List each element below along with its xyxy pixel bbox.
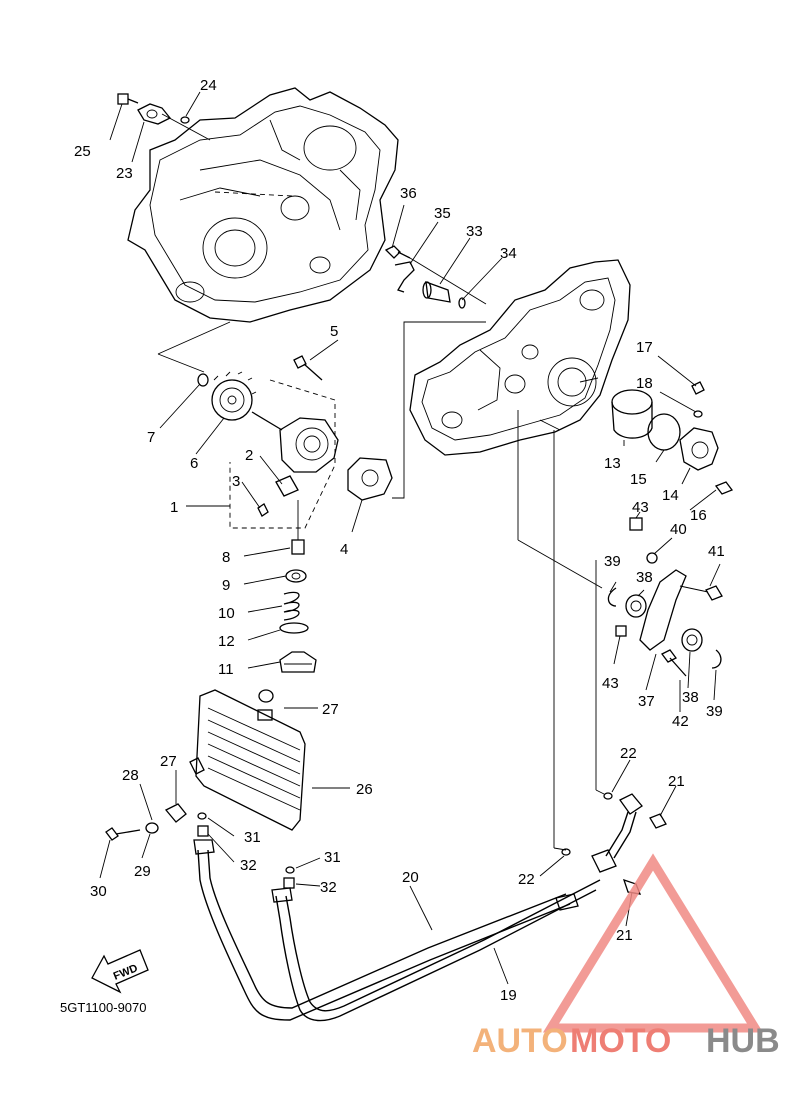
- callout-41: 41: [708, 543, 725, 560]
- callout-4: 4: [340, 541, 348, 558]
- right-crankcase: [409, 259, 631, 456]
- callout-21a: 21: [668, 773, 685, 790]
- callout-26: 26: [356, 781, 373, 798]
- callout-14: 14: [662, 487, 679, 504]
- watermark-text-auto: AUTO: [472, 1022, 568, 1060]
- callout-3: 3: [232, 473, 240, 490]
- callout-32a: 32: [240, 857, 257, 874]
- callout-39b: 39: [706, 703, 723, 720]
- guide-lines: [517, 410, 605, 851]
- callout-36: 36: [400, 185, 417, 202]
- callout-27a: 27: [322, 701, 339, 718]
- parts-23-24-25: [109, 91, 211, 163]
- callout-20: 20: [402, 869, 419, 886]
- callout-23: 23: [116, 165, 133, 182]
- callout-34: 34: [500, 245, 517, 262]
- oil-pump-group: [157, 321, 486, 533]
- callout-11: 11: [218, 661, 234, 678]
- watermark: AUTO MOTO HUB: [472, 853, 780, 1060]
- callout-38a: 38: [636, 569, 653, 586]
- watermark-text-hub: HUB: [706, 1022, 780, 1060]
- callout-42: 42: [672, 713, 689, 730]
- callout-2: 2: [245, 447, 253, 464]
- arm-group: [607, 511, 723, 712]
- callout-43a: 43: [632, 499, 649, 516]
- parts-33-36: [384, 204, 503, 309]
- callout-31b: 31: [324, 849, 341, 866]
- callout-24: 24: [200, 77, 217, 94]
- callout-17: 17: [636, 339, 653, 356]
- callout-39a: 39: [604, 553, 621, 570]
- callout-5: 5: [330, 323, 338, 340]
- fwd-arrow-icon: FWD: [91, 949, 149, 994]
- callout-10: 10: [218, 605, 235, 622]
- callout-37: 37: [638, 693, 655, 710]
- callout-1: 1: [170, 499, 178, 516]
- watermark-triangle-icon: [542, 853, 764, 1033]
- callout-16: 16: [690, 507, 707, 524]
- callout-18: 18: [636, 375, 653, 392]
- callout-8: 8: [222, 549, 230, 566]
- callout-25: 25: [74, 143, 91, 160]
- callout-29: 29: [134, 863, 151, 880]
- strainer-stack: [243, 500, 317, 673]
- filter-cover-group: [611, 355, 734, 511]
- callout-19: 19: [500, 987, 517, 1004]
- oil-hoses: [193, 759, 677, 1022]
- callout-13: 13: [604, 455, 621, 472]
- callout-12: 12: [218, 633, 235, 650]
- callout-21b: 21: [616, 927, 633, 944]
- callout-27b: 27: [160, 753, 177, 770]
- callout-15: 15: [630, 471, 647, 488]
- callout-40: 40: [670, 521, 687, 538]
- left-crankcase: [127, 87, 399, 323]
- diagram-code: 5GT1100-9070: [60, 1000, 147, 1015]
- callout-33: 33: [466, 223, 483, 240]
- callout-35: 35: [434, 205, 451, 222]
- callout-31a: 31: [244, 829, 261, 846]
- callout-6: 6: [190, 455, 198, 472]
- callouts: 1 2 3 4 5 6 7 8 9 10 11 12 13 14 15 16 1…: [74, 77, 725, 1004]
- callout-22a: 22: [620, 745, 637, 762]
- callout-7: 7: [147, 429, 155, 446]
- callout-28: 28: [122, 767, 139, 784]
- callout-38b: 38: [682, 689, 699, 706]
- callout-30: 30: [90, 883, 107, 900]
- callout-43b: 43: [602, 675, 619, 692]
- oil-cooler: [189, 689, 350, 831]
- callout-32b: 32: [320, 879, 337, 896]
- callout-22b: 22: [518, 871, 535, 888]
- callout-9: 9: [222, 577, 230, 594]
- watermark-text-moto: MOTO: [570, 1022, 671, 1060]
